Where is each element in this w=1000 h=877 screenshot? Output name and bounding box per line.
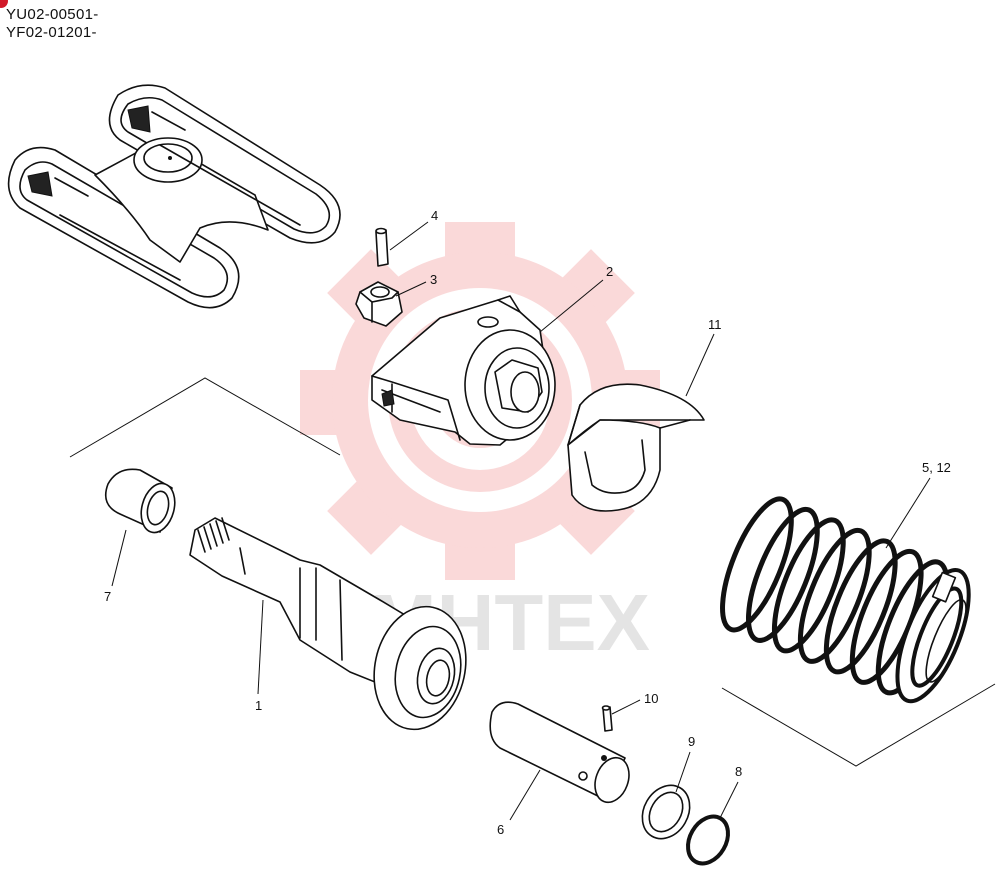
callout-label-11: 11	[708, 317, 722, 332]
group-bracket-right	[721, 683, 996, 767]
part-10-small-pin	[601, 705, 613, 732]
part-7-bushing	[104, 468, 176, 534]
callout-label-2: 2	[606, 264, 613, 279]
part-5-12-spring	[720, 496, 971, 704]
part-9-ring	[641, 784, 691, 840]
callout-label-8: 8	[735, 764, 742, 779]
group-bracket-left	[69, 377, 341, 458]
corner-marker-dot	[0, 0, 8, 8]
callout-label-9: 9	[688, 734, 695, 749]
callout-label-6: 6	[497, 822, 504, 837]
part-6-pin-cylinder	[489, 701, 630, 804]
callout-label-3: 3	[430, 272, 437, 287]
callout-label-5-12: 5, 12	[922, 460, 951, 475]
part-2-yoke-bracket	[371, 295, 556, 446]
leader-lines	[111, 221, 931, 821]
part-4-pin	[375, 227, 389, 267]
callout-label-10: 10	[644, 691, 658, 706]
callout-label-1: 1	[255, 698, 262, 713]
part-11-curved-plate	[567, 383, 705, 512]
track-frame-illustration	[7, 84, 341, 309]
part-1-shaft	[189, 517, 467, 731]
serial-range-2: YF02-01201-	[6, 24, 97, 41]
part-3-hex-nut	[355, 281, 403, 327]
part-8-o-ring	[686, 814, 730, 866]
callout-label-4: 4	[431, 208, 438, 223]
serial-range-1: YU02-00501-	[6, 6, 99, 23]
callout-label-7: 7	[104, 589, 111, 604]
